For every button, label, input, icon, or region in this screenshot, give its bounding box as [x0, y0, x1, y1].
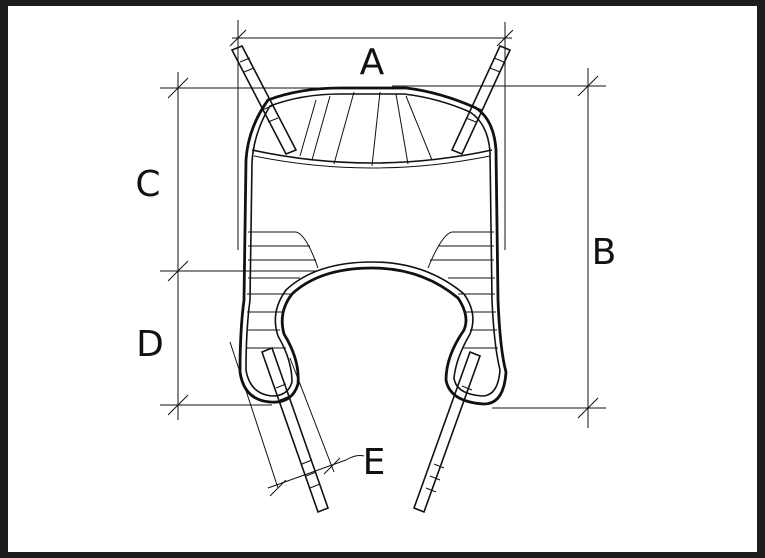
right-shoulder-strap-stitch-4 [465, 117, 477, 123]
dimension-e-right-extension [289, 357, 335, 473]
right-leg-strap-stitch-5 [425, 487, 437, 493]
dimension-e-left-extension [229, 341, 279, 489]
right-leg-strap-stitch-1 [461, 385, 473, 391]
dimension-e: E [229, 341, 386, 497]
left-leg-strap [260, 346, 330, 514]
left-shoulder-strap-band [230, 44, 298, 156]
dimension-a-left-tick [229, 29, 247, 47]
dimension-c-label: C [135, 164, 160, 205]
left-pad-stripe-1 [248, 231, 319, 269]
dimension-a-right-tick [496, 29, 514, 47]
right-shoulder-strap-stitch-3 [471, 105, 483, 111]
left-leg-strap-stitch-5 [309, 483, 321, 489]
diagram-frame [8, 6, 757, 552]
dimension-d: D [136, 262, 272, 420]
head-support-edge-inner [253, 155, 491, 169]
dimension-e-left-tick [269, 479, 287, 497]
left-shoulder-strap-stitch-2 [243, 67, 255, 73]
right-pad-stripe-1 [427, 231, 494, 269]
right-shoulder-strap [450, 44, 512, 156]
right-leg-strap [412, 350, 482, 514]
head-rib-2 [333, 91, 355, 165]
dimension-d-label: D [136, 324, 164, 365]
dimension-a-label: A [360, 42, 385, 83]
dimension-d-bottom-tick [167, 394, 189, 416]
right-shoulder-strap-stitch-1 [493, 57, 505, 63]
head-rib-6 [299, 99, 317, 157]
left-leg-strap-band [260, 346, 330, 514]
left-shoulder-strap-stitch-1 [239, 57, 251, 63]
left-shoulder-strap [230, 44, 298, 156]
dimension-c-top-tick [167, 77, 189, 99]
left-leg-strap-stitch-4 [305, 471, 317, 477]
head-rib-4 [395, 93, 409, 165]
left-leg-strap-stitch-1 [275, 383, 287, 389]
right-leg-strap-band [412, 350, 482, 514]
dimension-c: C [135, 72, 360, 282]
dimension-e-right-tick [323, 457, 341, 475]
left-leg-strap-stitch-3 [301, 459, 313, 465]
left-shoulder-strap-stitch-4 [267, 117, 279, 123]
right-leg-strap-stitch-3 [433, 463, 445, 469]
head-rib-5 [405, 95, 433, 161]
sling-body [238, 86, 508, 406]
sling-outer-outline [238, 86, 508, 406]
dimension-b-top-tick [577, 75, 599, 97]
right-leg-strap-stitch-2 [457, 397, 469, 403]
right-leg-strap-stitch-4 [429, 475, 441, 481]
right-shoulder-strap-band [450, 44, 512, 156]
right-shoulder-strap-stitch-2 [489, 67, 501, 73]
left-shoulder-strap-stitch-3 [261, 105, 273, 111]
left-leg-strap-stitch-2 [279, 395, 291, 401]
sling-inner-outline [245, 93, 501, 397]
dimension-e-label: E [363, 442, 386, 483]
dimension-e-leader [345, 455, 365, 461]
head-rib-3 [371, 91, 381, 167]
dimension-b-bottom-tick [577, 397, 599, 419]
dimension-b-label: B [592, 232, 617, 273]
dimension-b: B [392, 68, 616, 428]
head-rib-1 [311, 95, 331, 161]
